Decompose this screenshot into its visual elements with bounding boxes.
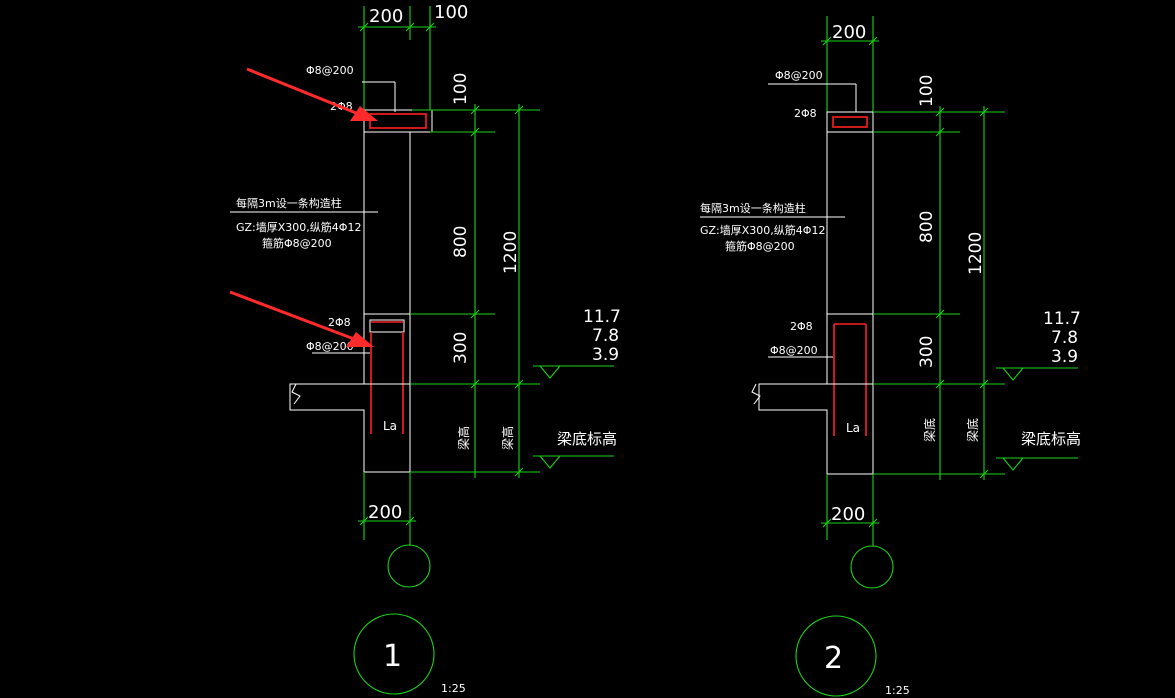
dim-300: 300	[451, 332, 471, 364]
note-col-2: GZ:墙厚X300,纵筋4Φ12	[236, 220, 361, 234]
detail-scale: 1:25	[441, 682, 466, 695]
elev-11-7: 11.7	[583, 307, 621, 327]
elev-11-7-2: 11.7	[1043, 309, 1081, 329]
note-col-1-2: 每隔3m设一条构造柱	[700, 201, 806, 215]
note-top-rebar: Φ8@200	[306, 64, 354, 77]
red-arrow-top	[246, 67, 367, 119]
red-arrowhead-top	[350, 106, 378, 121]
note-top-rebar-2: Φ8@200	[775, 69, 823, 82]
detail-number-circle	[353, 613, 435, 695]
mid-beam-rebar	[370, 332, 404, 434]
dim-800-2: 800	[917, 211, 937, 243]
vert-label-2: 梁高	[500, 426, 515, 450]
detail-scale-2: 1:25	[885, 684, 910, 697]
note-2phi8-top-2: 2Φ8	[794, 107, 817, 120]
dim-1200-2: 1200	[966, 232, 986, 275]
top-dimension-group: 200 100	[358, 2, 468, 112]
wall-hatched	[363, 131, 411, 315]
note-stirrup-mid-2: Φ8@200	[770, 344, 818, 357]
note-stirrup-mid: Φ8@200	[306, 340, 354, 353]
red-arrow-mid	[229, 290, 363, 344]
detail-1: 200 100 Φ8@200 2Φ8 每隔3m设一条构造柱 GZ:墙厚X300,…	[229, 2, 621, 695]
red-arrowhead-mid	[346, 332, 374, 347]
vert-label-1-2: 梁底	[922, 418, 937, 442]
detail-number: 1	[383, 639, 402, 674]
elev-7-8: 7.8	[592, 326, 619, 346]
dim-200-bottom: 200	[368, 502, 402, 523]
anchor-label-2: La	[846, 421, 860, 435]
note-col-3-2: 箍筋Φ8@200	[725, 239, 795, 253]
dim-200-top: 200	[369, 6, 403, 27]
note-2phi8-mid-2: 2Φ8	[790, 320, 813, 333]
dim-800: 800	[451, 226, 471, 258]
dim-100-right-2: 100	[917, 75, 937, 107]
dim-300-2: 300	[917, 336, 937, 368]
axis-bubble-2	[850, 545, 894, 589]
detail-number-circle-2	[795, 615, 877, 697]
elev-3-9: 3.9	[592, 345, 619, 365]
anchor-label: La	[383, 419, 397, 433]
axis-bubble	[387, 544, 431, 588]
cap-beam-rebar	[369, 113, 427, 129]
vert-label-2-2: 梁底	[965, 418, 980, 442]
elev-caption-2: 梁底标高	[1021, 430, 1081, 448]
note-col-3: 箍筋Φ8@200	[262, 236, 332, 250]
dim-100-top: 100	[434, 2, 468, 23]
dim-100-right: 100	[451, 73, 471, 105]
elev-caption: 梁底标高	[557, 430, 617, 448]
elev-3-9-2: 3.9	[1051, 347, 1078, 367]
note-col-2-2: GZ:墙厚X300,纵筋4Φ12	[700, 223, 825, 237]
vert-label-1: 梁高	[456, 426, 471, 450]
note-col-1: 每隔3m设一条构造柱	[236, 196, 342, 210]
detail-number-2: 2	[824, 641, 843, 676]
dim-1200: 1200	[501, 231, 521, 274]
elev-7-8-2: 7.8	[1051, 328, 1078, 348]
note-2phi8-mid: 2Φ8	[328, 316, 351, 329]
detail-2: 200 Φ8@200 2Φ8 每隔3m设一条构造柱 GZ:墙厚X300,纵筋4Φ…	[700, 16, 1081, 697]
dim-200-top-2: 200	[832, 22, 866, 43]
dim-200-bottom-2: 200	[831, 504, 865, 525]
